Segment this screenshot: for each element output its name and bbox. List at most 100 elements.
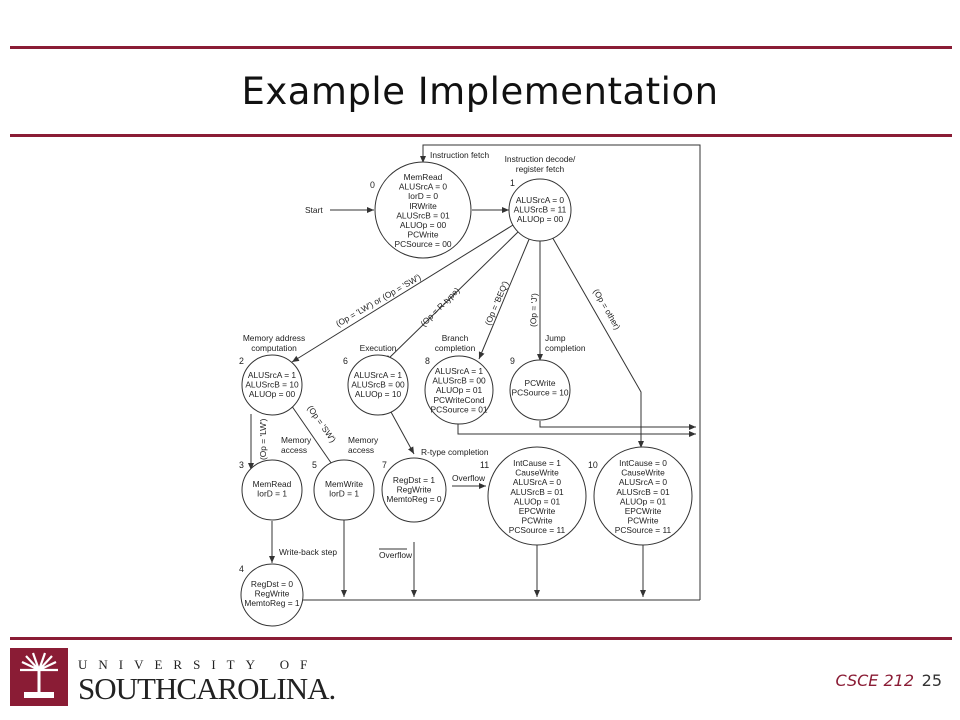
label-cond-beq: (Op = 'BEQ') bbox=[483, 279, 511, 327]
state-10-line: ALUSrcB = 01 bbox=[616, 487, 670, 497]
course-code: CSCE 212 bbox=[835, 671, 914, 690]
title-divider bbox=[10, 134, 952, 137]
state-11-line: ALUSrcB = 01 bbox=[510, 487, 564, 497]
state-11-line: PCSource = 11 bbox=[509, 525, 566, 535]
state-6-line: ALUSrcB = 00 bbox=[351, 380, 405, 390]
label-instruction-fetch: Instruction fetch bbox=[430, 150, 489, 160]
label-memaddr-line2: computation bbox=[251, 343, 297, 353]
state-1-line: ALUSrcB = 11 bbox=[514, 205, 567, 215]
state-11-circle bbox=[487, 446, 587, 546]
label-write-back: Write-back step bbox=[279, 547, 337, 557]
state-0-circle bbox=[374, 161, 472, 259]
label-memaccess-b-line2: access bbox=[348, 445, 374, 455]
decode-to-branch-arrow bbox=[478, 236, 531, 360]
state-0-line: ALUOp = 00 bbox=[400, 220, 447, 230]
state-4-circle bbox=[240, 563, 304, 627]
state-7-circle bbox=[381, 457, 447, 523]
state-5-line: IorD = 1 bbox=[329, 489, 359, 499]
state-0-line: ALUSrcA = 0 bbox=[399, 182, 448, 192]
state-4-line: MemtoReg = 1 bbox=[244, 598, 300, 608]
state-7-line: RegWrite bbox=[397, 485, 432, 495]
slide-title: Example Implementation bbox=[241, 70, 719, 113]
state-10-line: EPCWrite bbox=[625, 506, 662, 516]
state-1-circle bbox=[508, 178, 572, 242]
logo-university-of: UNIVERSITY OF bbox=[78, 657, 319, 672]
state-11-line: PCWrite bbox=[521, 516, 552, 526]
exec-to-rtype-arrow bbox=[390, 411, 415, 455]
label-jump-line2: completion bbox=[545, 343, 586, 353]
label-cond-lw-sw: (Op = 'LW') or (Op = 'SW') bbox=[334, 272, 423, 329]
branch-return-arrow bbox=[457, 424, 696, 437]
label-rtype-completion: R-type completion bbox=[421, 447, 489, 457]
label-memaccess-b-line1: Memory bbox=[348, 435, 379, 445]
state-5-line: MemWrite bbox=[325, 479, 363, 489]
state-4-number: 4 bbox=[239, 564, 244, 574]
state-0-line: MemRead bbox=[404, 172, 443, 182]
state-9-line: PCWrite bbox=[524, 378, 555, 388]
state-4-line: RegWrite bbox=[255, 589, 290, 599]
state-10-number: 10 bbox=[588, 460, 598, 470]
state-10-circle bbox=[593, 446, 693, 546]
state-1-line: ALUOp = 00 bbox=[517, 214, 564, 224]
label-overflow: Overflow bbox=[452, 473, 486, 483]
state-3-line: MemRead bbox=[253, 479, 292, 489]
label-branch-line1: Branch bbox=[442, 333, 469, 343]
state-10-line: PCSource = 11 bbox=[615, 525, 672, 535]
label-cond-other: (Op = other) bbox=[591, 287, 622, 331]
page-number: 25 bbox=[921, 671, 942, 690]
state-2-line: ALUSrcA = 1 bbox=[248, 370, 297, 380]
label-decode-line2: register fetch bbox=[516, 164, 565, 174]
logo-south-carolina: SOUTHCAROLINA. bbox=[78, 671, 336, 706]
label-cond-lw: (Op = 'LW') bbox=[258, 418, 268, 460]
state-1-line: ALUSrcA = 0 bbox=[516, 195, 565, 205]
state-11-line: IntCause = 1 bbox=[513, 458, 561, 468]
state-8-line: PCSource = 01 bbox=[430, 404, 487, 414]
state-10-line: CauseWrite bbox=[621, 468, 665, 478]
state-11-line: EPCWrite bbox=[519, 506, 556, 516]
decode-to-exception-arrow bbox=[550, 234, 644, 448]
state-0-line: IorD = 0 bbox=[408, 191, 438, 201]
state-6-line: ALUSrcA = 1 bbox=[354, 370, 403, 380]
decode-to-memaddr-arrow bbox=[291, 224, 514, 363]
state-11-line: ALUOp = 01 bbox=[514, 496, 561, 506]
state-0-number: 0 bbox=[370, 180, 375, 190]
decode-to-exec-arrow bbox=[384, 230, 520, 363]
state-2-line: ALUSrcB = 10 bbox=[245, 380, 299, 390]
footer-divider bbox=[10, 637, 952, 640]
state-10-line: PCWrite bbox=[627, 516, 658, 526]
state-0-line: PCSource = 00 bbox=[394, 239, 451, 249]
state-5-number: 5 bbox=[312, 460, 317, 470]
state-3-circle bbox=[241, 459, 303, 521]
return-to-fetch-arrow bbox=[420, 144, 701, 600]
label-cond-j: (Op = 'J') bbox=[528, 293, 539, 327]
state-10-line: ALUSrcA = 0 bbox=[619, 477, 668, 487]
state-8-line: ALUSrcA = 1 bbox=[435, 366, 484, 376]
state-4-line: RegDst = 0 bbox=[251, 579, 293, 589]
state-0-line: ALUSrcB = 01 bbox=[396, 210, 450, 220]
state-8-line: ALUSrcB = 00 bbox=[432, 376, 486, 386]
state-9-circle bbox=[509, 359, 571, 421]
label-not-overflow: Overflow bbox=[379, 550, 413, 560]
label-start: Start bbox=[305, 205, 323, 215]
state-0-line: PCWrite bbox=[407, 230, 438, 240]
jump-return-arrow bbox=[539, 421, 696, 430]
state-6-line: ALUOp = 10 bbox=[355, 389, 402, 399]
state-9-line: PCSource = 10 bbox=[511, 388, 568, 398]
memaddr-to-write-arrow bbox=[288, 401, 337, 471]
state-11-line: CauseWrite bbox=[515, 468, 559, 478]
state-2-number: 2 bbox=[239, 356, 244, 366]
state-8-circle bbox=[424, 355, 494, 425]
state-8-line: ALUOp = 01 bbox=[436, 385, 483, 395]
